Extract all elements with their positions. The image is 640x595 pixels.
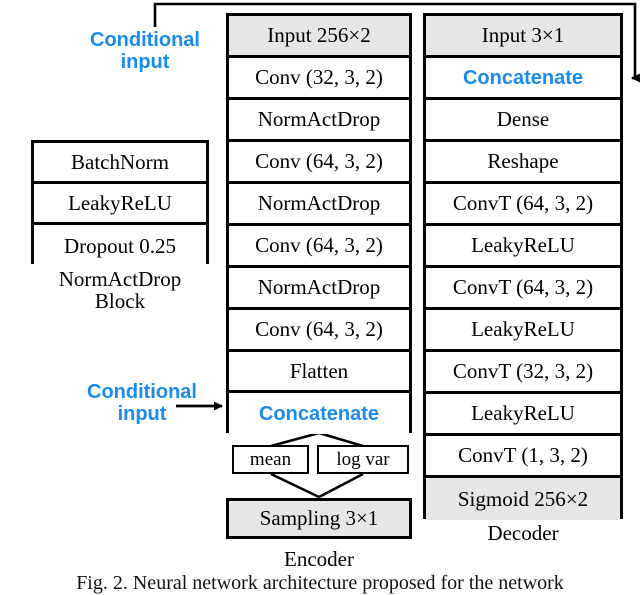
conditional-input-label-top: Conditional input xyxy=(50,29,240,73)
encoder-layer-normactdrop-1: NormActDrop xyxy=(229,100,409,142)
normactdrop-caption-line2: Block xyxy=(94,289,146,314)
decoder-layer-concatenate: Concatenate xyxy=(426,58,620,100)
conditional-top-line2: input xyxy=(120,50,170,73)
encoder-layer-conv-64-2: Conv (64, 3, 2) xyxy=(229,226,409,268)
encoder-stack: Input 256×2 Conv (32, 3, 2) NormActDrop … xyxy=(226,13,412,434)
nad-row-leakyrelu: LeakyReLU xyxy=(34,184,206,225)
encoder-layer-input: Input 256×2 xyxy=(229,16,409,58)
decoder-layer-dense: Dense xyxy=(426,100,620,142)
decoder-layer-convt-1: ConvT (1, 3, 2) xyxy=(426,436,620,478)
normactdrop-caption-line1: NormActDrop xyxy=(58,267,182,291)
decoder-caption: Decoder xyxy=(487,521,559,545)
decoder-layer-leakyrelu-1: LeakyReLU xyxy=(426,226,620,268)
nad-row-dropout: Dropout 0.25 xyxy=(34,225,206,267)
conditional-top-line1: Conditional xyxy=(90,29,200,51)
decoder-layer-leakyrelu-3: LeakyReLU xyxy=(426,394,620,436)
decoder-layer-input: Input 3×1 xyxy=(426,16,620,58)
latent-sampling-box: Sampling 3×1 xyxy=(226,498,412,539)
encoder-layer-normactdrop-3: NormActDrop xyxy=(229,268,409,310)
figure-caption: Fig. 2. Neural network architecture prop… xyxy=(76,572,564,594)
decoder-layer-convt-32: ConvT (32, 3, 2) xyxy=(426,352,620,394)
encoder-layer-conv-64-3: Conv (64, 3, 2) xyxy=(229,310,409,352)
decoder-layer-sigmoid: Sigmoid 256×2 xyxy=(426,478,620,520)
encoder-layer-normactdrop-2: NormActDrop xyxy=(229,184,409,226)
encoder-caption: Encoder xyxy=(284,547,354,571)
conditional-bottom-line1: Conditional xyxy=(87,381,197,403)
encoder-layer-flatten: Flatten xyxy=(229,352,409,393)
latent-logvar-box: log var xyxy=(317,445,409,474)
latent-mean-box: mean xyxy=(232,445,309,474)
decoder-layer-reshape: Reshape xyxy=(426,142,620,184)
nad-row-batchnorm: BatchNorm xyxy=(34,143,206,184)
conditional-input-label-bottom: Conditional input xyxy=(62,381,222,425)
encoder-layer-concatenate: Concatenate xyxy=(229,393,409,434)
normactdrop-block-caption: NormActDrop Block xyxy=(12,268,228,312)
decoder-layer-convt-64-2: ConvT (64, 3, 2) xyxy=(426,268,620,310)
conditional-bottom-line2: input xyxy=(117,402,167,425)
decoder-layer-convt-64-1: ConvT (64, 3, 2) xyxy=(426,184,620,226)
decoder-layer-leakyrelu-2: LeakyReLU xyxy=(426,310,620,352)
normactdrop-block: BatchNorm LeakyReLU Dropout 0.25 xyxy=(31,140,209,267)
encoder-layer-conv-64-1: Conv (64, 3, 2) xyxy=(229,142,409,184)
decoder-stack: Input 3×1 Concatenate Dense Reshape Conv… xyxy=(423,13,623,520)
encoder-layer-conv-32: Conv (32, 3, 2) xyxy=(229,58,409,100)
